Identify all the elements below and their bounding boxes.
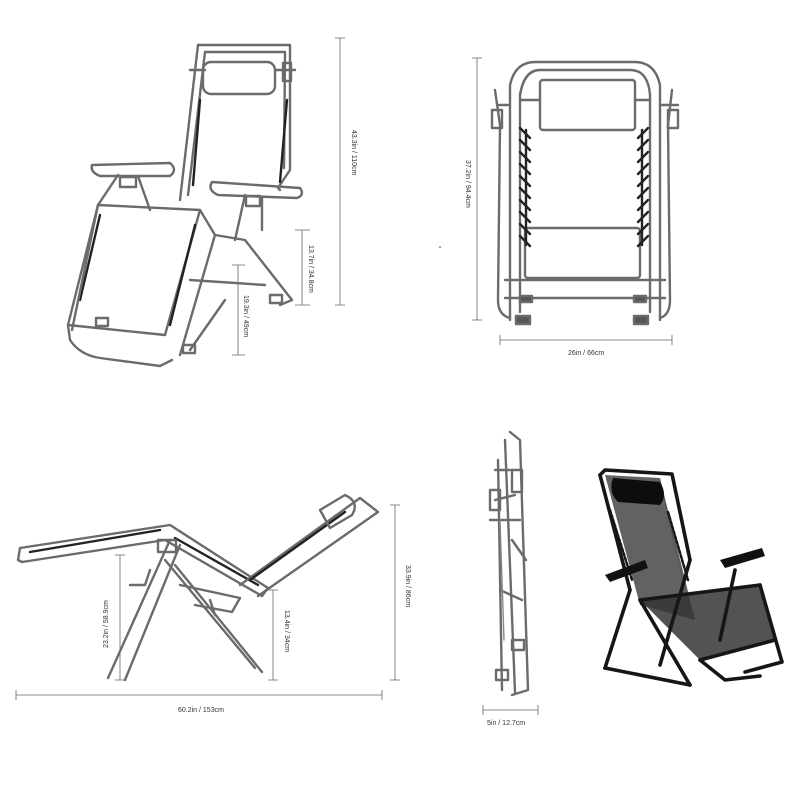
chair-photo: [598, 468, 784, 687]
stray-dot: [439, 246, 441, 248]
folded-view-drawing: [482, 430, 539, 715]
front-height-label: 43.3in / 110cm: [350, 130, 357, 176]
folded-depth-label: 5in / 12.7cm: [487, 720, 525, 727]
rear-view-drawing: [472, 57, 680, 345]
front-seat-label: 19.3in / 49cm: [242, 295, 249, 337]
front-view-drawing: [66, 37, 345, 368]
reclined-seat-label: 13.4in / 34cm: [283, 610, 290, 652]
reclined-height-label: 33.9in / 86cm: [404, 565, 411, 607]
reclined-length-label: 60.2in / 153cm: [178, 707, 224, 714]
front-armrest-label: 13.7in / 34.8cm: [307, 245, 314, 293]
reclined-view-drawing: [15, 493, 400, 700]
reclined-foot-label: 23.2in / 58.9cm: [103, 600, 110, 648]
rear-width-label: 26in / 66cm: [568, 350, 604, 357]
rear-height-label: 37.2in / 94.4cm: [464, 160, 471, 208]
